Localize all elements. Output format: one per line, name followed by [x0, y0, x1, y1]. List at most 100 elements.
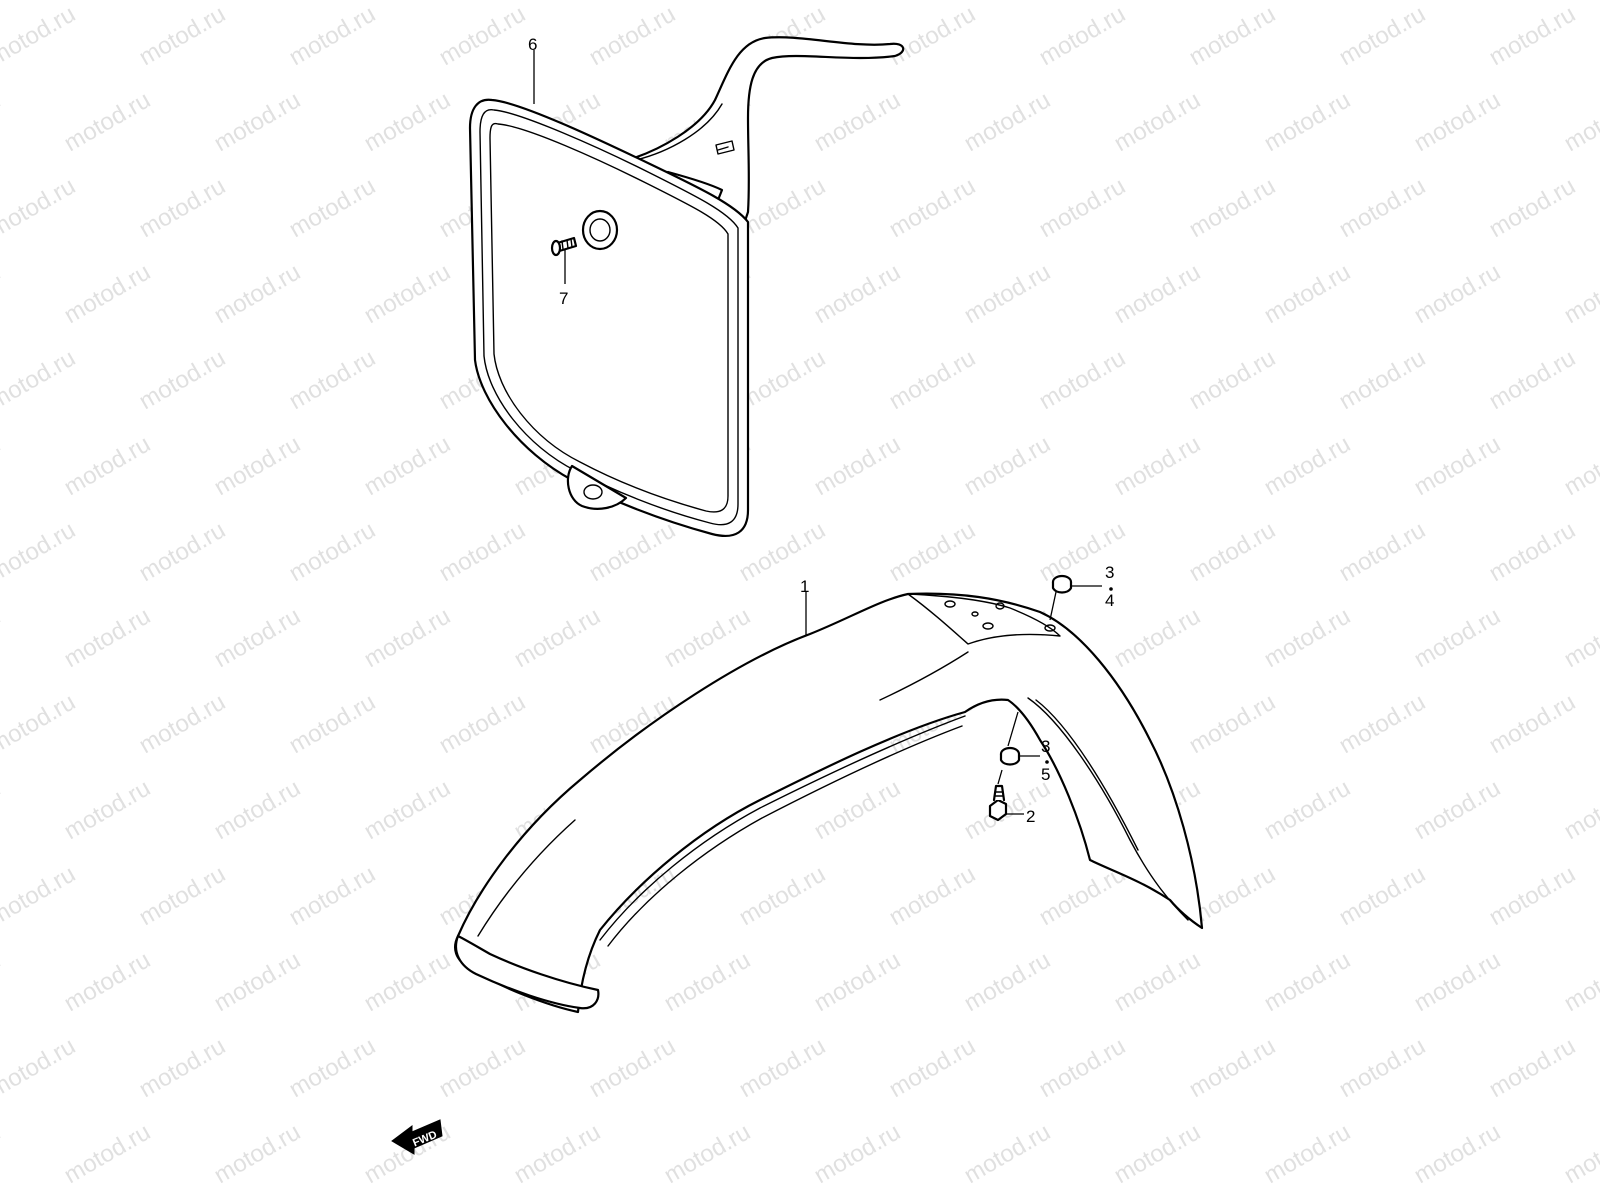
watermark-text: motod.ru	[1035, 1032, 1131, 1103]
watermark-text: motod.ru	[510, 602, 606, 673]
watermark-text: motod.ru	[960, 946, 1056, 1017]
watermark-text: motod.ru	[1185, 0, 1281, 71]
watermark-text: motod.ru	[1410, 258, 1506, 329]
watermark-text: motod.ru	[360, 774, 456, 845]
watermark-text: motod.ru	[1260, 946, 1356, 1017]
watermark-text: motod.ru	[1560, 1118, 1600, 1189]
label-part-5: 5	[1041, 765, 1050, 784]
fender-inner-lip-2	[607, 725, 963, 947]
watermark-text: motod.ru	[285, 860, 381, 931]
watermark-text: motod.ru	[960, 774, 1056, 845]
leader-dot-3-5	[1045, 760, 1049, 764]
number-plate-outer	[468, 98, 750, 537]
watermark-text: motod.ru	[1485, 860, 1581, 931]
watermark-text: motod.ru	[810, 946, 906, 1017]
bracket-slot	[715, 140, 735, 155]
watermark-text: motod.ru	[1410, 602, 1506, 673]
watermark-text: motod.ru	[810, 1118, 906, 1189]
watermark-text: motod.ru	[435, 1032, 531, 1103]
watermark-text: motod.ru	[1110, 430, 1206, 501]
watermark-text: motod.ru	[1335, 344, 1431, 415]
watermark-text: motod.ru	[1185, 516, 1281, 587]
watermark-text: motod.ru	[585, 516, 681, 587]
watermark-text: motod.ru	[885, 860, 981, 931]
watermark-text: motod.ru	[960, 86, 1056, 157]
bracket-inner-crease	[635, 103, 723, 161]
watermark-text: motod.ru	[1560, 258, 1600, 329]
fender-hole-5	[971, 611, 979, 617]
watermark-text: motod.ru	[1035, 344, 1131, 415]
watermark-text: motod.ru	[60, 258, 156, 329]
part-labels: 6 7 1 3 4 3 5 2	[528, 35, 1114, 826]
leader-nut-to-fender-lower	[1007, 711, 1019, 747]
watermark-text: motod.ru	[1110, 258, 1206, 329]
watermark-text: motod.ru	[360, 946, 456, 1017]
watermark-text: motod.ru	[285, 344, 381, 415]
watermark-text: motod.ru	[1485, 516, 1581, 587]
watermark-text: motod.ru	[1260, 258, 1356, 329]
watermark-text: motod.ru	[960, 258, 1056, 329]
watermark-text: motod.ru	[435, 0, 531, 71]
watermark-text: motod.ru	[435, 516, 531, 587]
watermark-text: motod.ru	[1410, 430, 1506, 501]
watermark-text: motod.ru	[1485, 344, 1581, 415]
fender-rear-inner	[1027, 697, 1189, 921]
watermark-text: motod.ru	[0, 344, 80, 415]
watermark-text: motod.ru	[1260, 86, 1356, 157]
watermark-text: motod.ru	[0, 430, 5, 501]
watermark-text: motod.ru	[810, 774, 906, 845]
leader-dot-3-4	[1109, 587, 1113, 591]
watermark-text: motod.ru	[660, 946, 756, 1017]
watermark-text: motod.ru	[1560, 602, 1600, 673]
watermark-text: motod.ru	[210, 1118, 306, 1189]
watermark-text: motod.ru	[885, 172, 981, 243]
watermark-text: motod.ru	[60, 602, 156, 673]
watermark-text: motod.ru	[810, 430, 906, 501]
watermark-text: motod.ru	[1335, 0, 1431, 71]
nut-part-3-lower	[999, 746, 1021, 766]
fender-hole-2	[995, 602, 1005, 610]
label-part-2: 2	[1026, 807, 1035, 826]
plate-grommet	[581, 209, 619, 251]
watermark-text: motod.ru	[0, 774, 5, 845]
watermark-text: motod.ru	[510, 1118, 606, 1189]
leader-nut-to-fender	[1049, 591, 1057, 621]
watermark-text: motod.ru	[1560, 86, 1600, 157]
watermark-text: motod.ru	[885, 1032, 981, 1103]
watermark-text: motod.ru	[1410, 774, 1506, 845]
watermark-text: motod.ru	[135, 516, 231, 587]
fender-inner-lip	[599, 715, 966, 941]
plate-grommet-hole	[589, 218, 611, 242]
watermark-text: motod.ru	[1110, 602, 1206, 673]
watermark-text: motod.ru	[810, 258, 906, 329]
watermark-text: motod.ru	[885, 344, 981, 415]
watermark-text: motod.ru	[1035, 516, 1131, 587]
watermark-text: motod.ru	[435, 688, 531, 759]
plate-lower-tab-hole	[583, 484, 603, 500]
watermark-text: motod.ru	[1335, 516, 1431, 587]
watermark-text: motod.ru	[1260, 774, 1356, 845]
watermark-text: motod.ru	[210, 602, 306, 673]
nut-part-3-top	[1051, 574, 1073, 594]
label-part-3-top: 3	[1105, 563, 1114, 582]
watermark-text: motod.ru	[1335, 860, 1431, 931]
screw-part-7	[550, 236, 578, 257]
watermark-text: motod.ru	[0, 258, 5, 329]
fender-hole-4	[1044, 624, 1056, 632]
fender-crease	[879, 651, 969, 701]
watermark-text: motod.ru	[360, 430, 456, 501]
watermark-text: motod.ru	[1260, 1118, 1356, 1189]
watermark-text: motod.ru	[1485, 0, 1581, 71]
watermark-text: motod.ru	[585, 1032, 681, 1103]
watermark-text: motod.ru	[210, 258, 306, 329]
watermark-text: motod.ru	[0, 0, 80, 71]
watermark-text: motod.ru	[1560, 774, 1600, 845]
watermark-text: motod.ru	[960, 430, 1056, 501]
watermark-text: motod.ru	[1110, 946, 1206, 1017]
watermark-text: motod.ru	[285, 172, 381, 243]
watermark-text: motod.ru	[885, 516, 981, 587]
watermark-text: motod.ru	[360, 602, 456, 673]
fender-front-lip-inner	[477, 819, 576, 937]
watermark-text: motod.ru	[1035, 0, 1131, 71]
